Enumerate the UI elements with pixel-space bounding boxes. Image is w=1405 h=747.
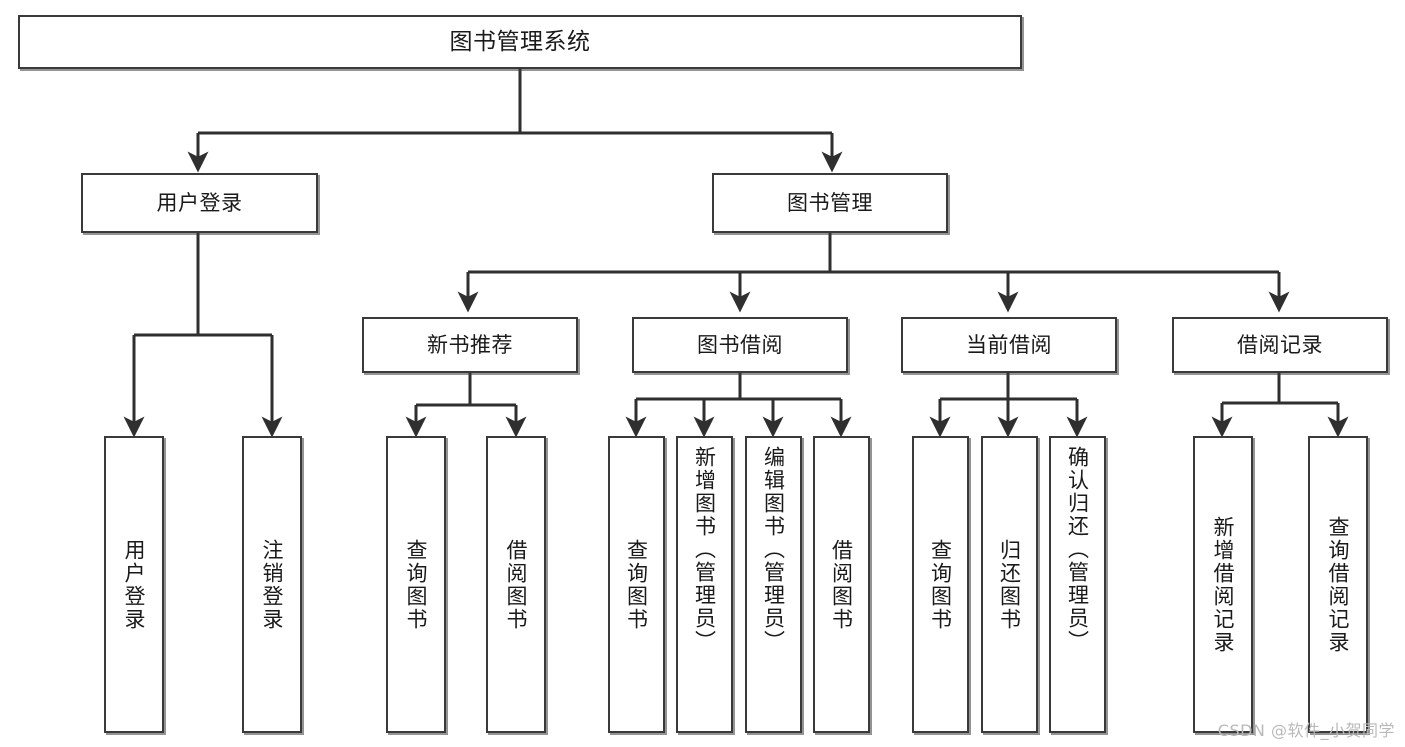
node-current-borrowing[interactable]: 当前借阅 <box>901 317 1117 373</box>
node-leaf-query-borrow-record[interactable]: 查询借阅记录 <box>1308 436 1368 733</box>
node-label: 归还图书 <box>997 538 1022 631</box>
node-label: 借阅图书 <box>829 538 854 631</box>
node-label: 确认归还（管理员） <box>1065 446 1090 653</box>
node-label: 用户登录 <box>156 190 243 215</box>
node-leaf-add-borrow-record[interactable]: 新增借阅记录 <box>1193 436 1253 733</box>
node-label: 注销登录 <box>260 538 285 631</box>
node-new-book-recommendation[interactable]: 新书推荐 <box>362 317 578 373</box>
node-leaf-borrow-books-rec[interactable]: 借阅图书 <box>486 436 546 733</box>
node-leaf-query-books-rec[interactable]: 查询图书 <box>386 436 446 733</box>
node-label: 借阅图书 <box>504 538 529 631</box>
node-label: 新增借阅记录 <box>1211 515 1236 654</box>
node-label: 借阅记录 <box>1237 332 1323 357</box>
csdn-watermark: CSDN @软件_小贺同学 <box>1217 721 1395 740</box>
node-label: 图书管理系统 <box>449 28 591 55</box>
node-leaf-logout[interactable]: 注销登录 <box>242 436 302 733</box>
node-label: 查询图书 <box>928 538 953 631</box>
node-book-management[interactable]: 图书管理 <box>712 173 948 233</box>
node-leaf-query-books-current[interactable]: 查询图书 <box>912 436 969 733</box>
node-borrowing-record[interactable]: 借阅记录 <box>1172 317 1388 373</box>
node-leaf-return-books[interactable]: 归还图书 <box>981 436 1038 733</box>
node-leaf-confirm-return-admin[interactable]: 确认归还（管理员） <box>1049 436 1106 733</box>
node-label: 用户登录 <box>122 538 147 631</box>
node-root-book-management-system[interactable]: 图书管理系统 <box>18 15 1022 69</box>
node-leaf-edit-book-admin[interactable]: 编辑图书（管理员） <box>745 436 802 733</box>
node-label: 图书借阅 <box>697 332 783 357</box>
node-book-borrowing[interactable]: 图书借阅 <box>632 317 848 373</box>
node-label: 新书推荐 <box>427 332 513 357</box>
node-label: 查询图书 <box>624 538 649 631</box>
node-leaf-borrow-books-borrow[interactable]: 借阅图书 <box>813 436 870 733</box>
node-leaf-add-book-admin[interactable]: 新增图书（管理员） <box>676 436 733 733</box>
node-label: 查询借阅记录 <box>1326 515 1351 654</box>
node-leaf-user-login[interactable]: 用户登录 <box>104 436 164 733</box>
node-user-login[interactable]: 用户登录 <box>81 173 318 233</box>
node-label: 查询图书 <box>404 538 429 631</box>
node-label: 新增图书（管理员） <box>692 446 717 653</box>
node-label: 图书管理 <box>787 190 873 215</box>
node-label: 编辑图书（管理员） <box>761 446 786 653</box>
node-leaf-query-books-borrow[interactable]: 查询图书 <box>608 436 665 733</box>
node-label: 当前借阅 <box>966 332 1052 357</box>
